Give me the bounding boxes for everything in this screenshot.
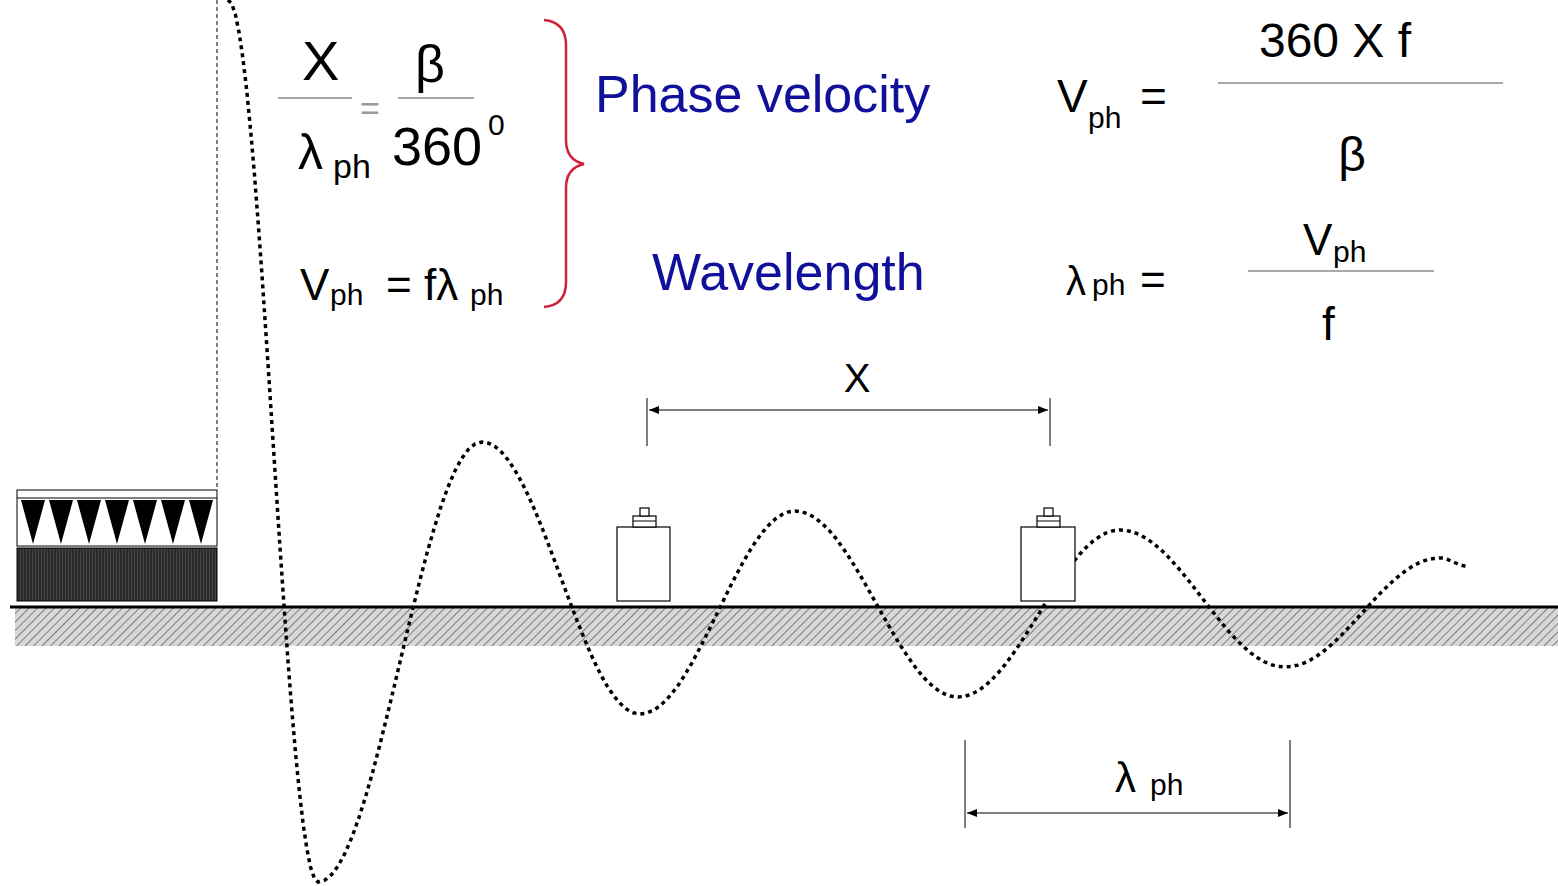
superscript: 0 [488, 110, 505, 140]
formula-symbol: X [302, 33, 339, 89]
formula-number: 360 [392, 119, 482, 173]
ground-band [15, 608, 1558, 646]
source-mass [17, 548, 217, 601]
brace [544, 20, 584, 307]
geophone [617, 508, 670, 601]
formula-symbol: V [1303, 218, 1332, 262]
fraction-bar [1218, 82, 1503, 83]
subscript: ph [1333, 237, 1366, 267]
dimension-x [647, 398, 1050, 446]
source-vibrator [17, 490, 217, 546]
vibrator-tooth [105, 500, 129, 544]
formula-symbol: β [415, 38, 445, 90]
subscript: ph [470, 280, 503, 310]
subscript: ph [1150, 770, 1183, 800]
subscript: ph [333, 149, 371, 183]
vibrator-tooth [77, 500, 101, 544]
fraction-bar [1248, 270, 1434, 271]
vibrator-tooth [21, 500, 45, 544]
heading: Wavelength [652, 246, 925, 298]
source-axis [217, 0, 218, 490]
formula-numerator: 360 X f [1259, 17, 1411, 65]
formula-symbol: = fλ [386, 263, 458, 307]
vibrator-tooth [189, 500, 213, 544]
surface-wave [228, 0, 1467, 882]
dimension-label: λ [1115, 757, 1136, 799]
formula-symbol: λ [298, 127, 323, 177]
formula-symbol: V [1057, 73, 1088, 119]
geophone [1021, 508, 1075, 601]
subscript: ph [1092, 270, 1125, 300]
heading: Phase velocity [595, 68, 930, 120]
vibrator-tooth [133, 500, 157, 544]
vibrator-tooth [49, 500, 73, 544]
formula-symbol: = [360, 91, 380, 125]
formula-symbol: β [1338, 131, 1366, 179]
formula-symbol: λ [1066, 261, 1086, 301]
formula-symbol: = [1140, 73, 1167, 119]
formula-symbol: f [1322, 301, 1335, 347]
dimension-wavelength [965, 740, 1290, 828]
subscript: ph [330, 280, 363, 310]
vibrator-tooth [161, 500, 185, 544]
fraction-bar [278, 97, 352, 99]
formula-symbol: V [300, 263, 329, 307]
fraction-bar [398, 97, 474, 99]
ground-surface [10, 606, 1558, 609]
formula-symbol: = [1140, 258, 1166, 302]
dimension-label: X [844, 358, 871, 398]
subscript: ph [1088, 103, 1121, 133]
